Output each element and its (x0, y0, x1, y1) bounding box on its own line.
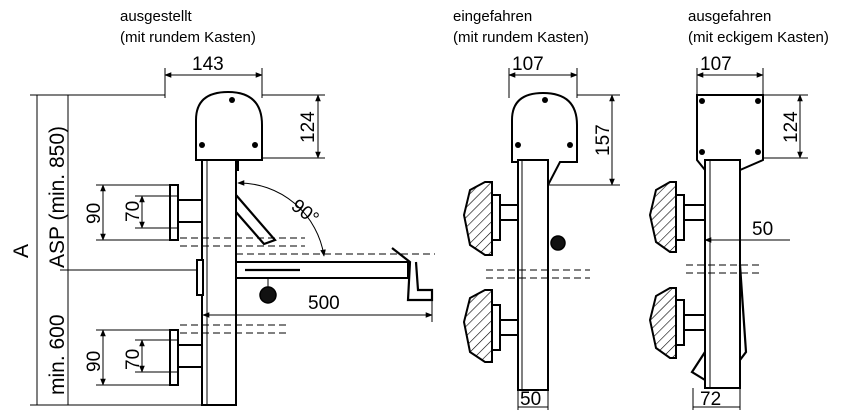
view-ausgefahren: 107 124 50 72 (648, 54, 808, 410)
arm-stowed (738, 264, 748, 361)
wall-section (462, 289, 493, 363)
bolt (699, 98, 705, 104)
dim-70a: 70 (123, 201, 144, 222)
square-box (696, 94, 764, 171)
caption-eingefahren: eingefahren (mit rundem Kasten) (453, 8, 589, 46)
dim-50-side: 50 (752, 219, 773, 240)
caption-line2: (mit eckigem Kasten) (688, 29, 829, 46)
arm-pivot (196, 259, 204, 296)
dim-72-bottom: 72 (700, 389, 721, 410)
caption-line1: ausgestellt (120, 8, 193, 25)
bracket-arm (499, 319, 519, 336)
bracket-arm (683, 204, 706, 221)
post (517, 159, 549, 391)
round-box (195, 90, 263, 171)
view-ausgestellt: A ASP (min. 850) min. 600 143 124 (10, 54, 435, 406)
caption-line2: (mit rundem Kasten) (453, 29, 589, 46)
label-min600: min. 600 (46, 314, 69, 395)
bracket-arm (683, 314, 706, 331)
angle-arc (237, 180, 326, 257)
view-eingefahren: 107 157 50 (462, 54, 620, 410)
bolt (229, 97, 235, 103)
label-asp: ASP (min. 850) (46, 126, 69, 268)
caption-line1: eingefahren (453, 8, 532, 25)
diagonal-strut (235, 194, 277, 246)
bolt (252, 142, 258, 148)
bolt (199, 142, 205, 148)
caption-ausgestellt: ausgestellt (mit rundem Kasten) (120, 8, 256, 46)
wall-bracket (169, 329, 179, 386)
caption-ausgefahren: ausgefahren (mit eckigem Kasten) (688, 8, 829, 46)
caption-line1: ausgefahren (688, 8, 771, 25)
bracket-arm (499, 204, 519, 221)
bolt (755, 149, 761, 155)
dim-107a: 107 (512, 54, 544, 75)
post (704, 159, 741, 389)
dim-107b: 107 (700, 54, 732, 75)
dim-90b: 90 (84, 351, 105, 372)
dim-70b: 70 (123, 349, 144, 370)
knob (550, 235, 566, 251)
post (201, 159, 237, 406)
bolt (567, 142, 573, 148)
bolt (542, 97, 548, 103)
bracket-arm (177, 199, 203, 223)
bracket-arm (177, 344, 203, 368)
dim-143: 143 (192, 54, 224, 75)
bolt (515, 142, 521, 148)
dim-157: 157 (593, 124, 614, 156)
label-a: A (10, 244, 33, 258)
wall-section (648, 181, 677, 253)
knob (259, 286, 277, 304)
bolt (699, 149, 705, 155)
wall-bracket (675, 299, 685, 346)
wall-section (462, 181, 493, 256)
wall-section (648, 287, 677, 359)
swing-arm (235, 261, 409, 279)
bolt (755, 98, 761, 104)
caption-line2: (mit rundem Kasten) (120, 29, 256, 46)
wall-bracket (491, 304, 501, 351)
dim-500: 500 (308, 293, 340, 314)
wall-bracket (169, 184, 179, 241)
dim-124b: 124 (781, 111, 802, 143)
dim-90a: 90 (84, 203, 105, 224)
dim-50-bottom: 50 (520, 389, 541, 410)
dim-angle: 90° (287, 195, 323, 229)
dim-124a: 124 (298, 111, 319, 143)
hook-stowed (690, 351, 706, 381)
wall-bracket (491, 194, 501, 241)
wall-bracket (675, 194, 685, 241)
